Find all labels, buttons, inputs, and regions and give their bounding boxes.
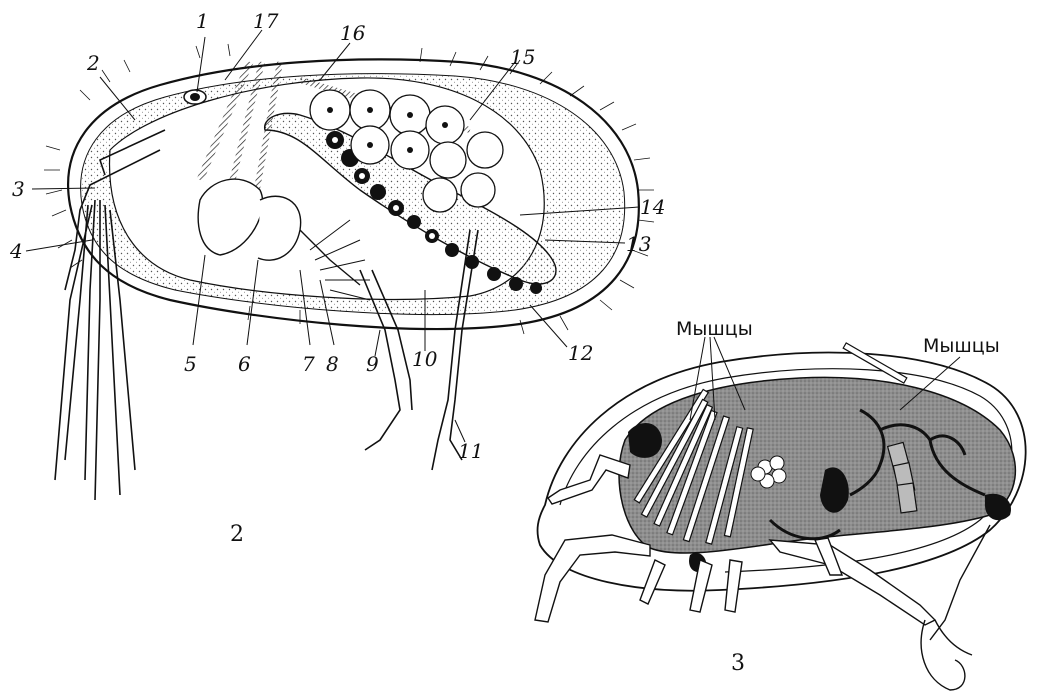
callout-4: 4 (9, 239, 23, 263)
callout-7: 7 (302, 352, 315, 376)
callout-16: 16 (340, 21, 366, 45)
body-gray (619, 377, 1015, 553)
furca-hooks (921, 620, 972, 690)
callout-8: 8 (326, 352, 339, 376)
callout-15: 15 (510, 45, 535, 69)
callout-13: 13 (626, 232, 651, 256)
ostracod-anatomy-figure: 1 2 3 4 5 6 7 8 9 10 11 12 13 14 15 16 1… (9, 9, 665, 547)
eye (184, 90, 206, 104)
figure-2-caption: 2 (230, 522, 244, 547)
callout-6: 6 (238, 352, 251, 376)
callout-2: 2 (86, 51, 100, 75)
callout-17: 17 (253, 9, 279, 33)
callout-1: 1 (196, 9, 209, 33)
ostracod-muscles-figure: Мышцы Мышцы 3 (535, 318, 1026, 690)
callout-12: 12 (568, 341, 593, 365)
figure-3-caption: 3 (731, 651, 745, 676)
muscles-label-left: Мышцы (676, 318, 753, 340)
callout-10: 10 (412, 347, 438, 371)
callout-9: 9 (366, 352, 379, 376)
callout-14: 14 (640, 195, 665, 219)
callout-11: 11 (458, 439, 483, 463)
muscles-label-right: Мышцы (923, 335, 1000, 357)
callout-3: 3 (12, 177, 25, 201)
antenna-left (548, 455, 630, 504)
callout-5: 5 (184, 352, 197, 376)
